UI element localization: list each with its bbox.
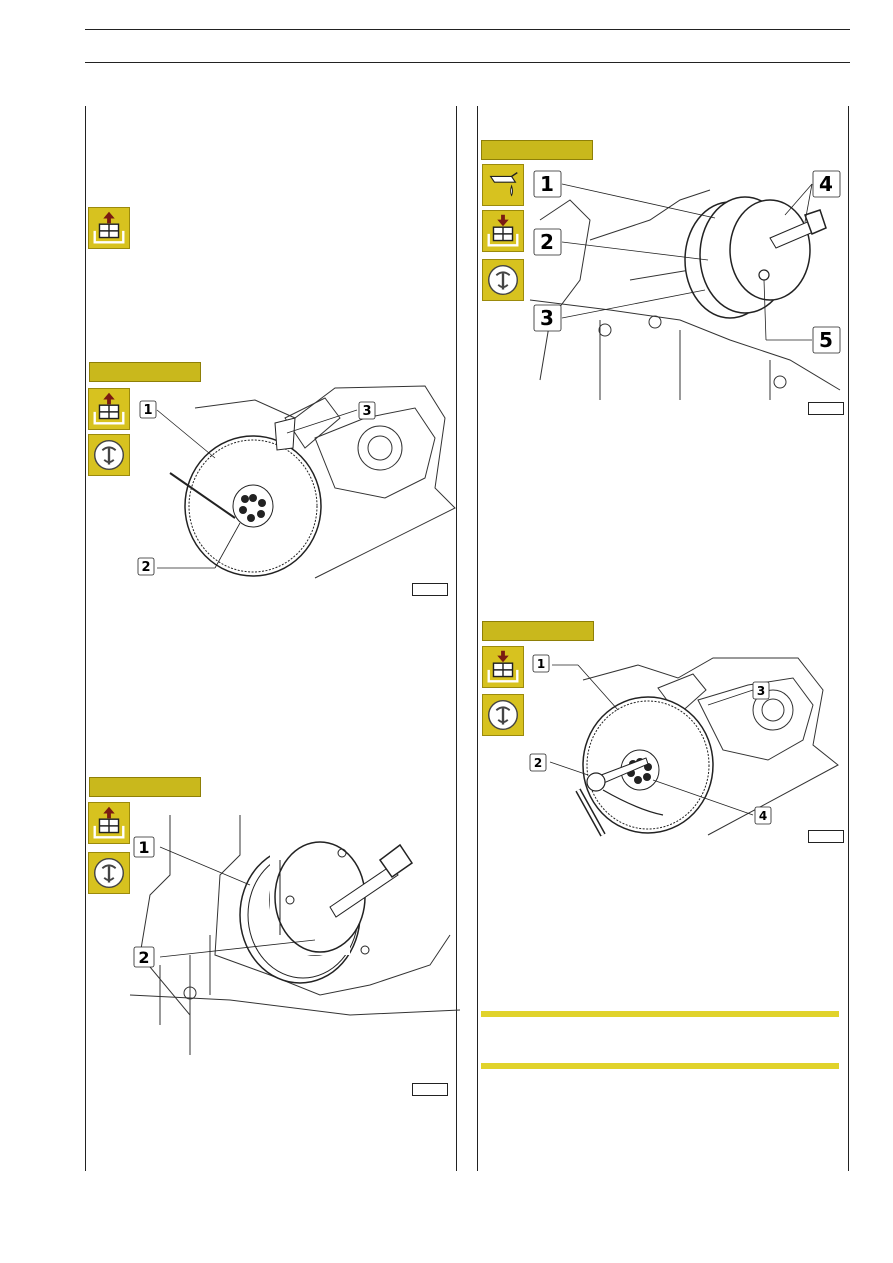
special-tool-icon	[482, 259, 524, 301]
flywheel-refit-figure: 1 2 3 4	[529, 654, 839, 837]
callout-2: 2	[138, 948, 149, 967]
callout-2: 2	[540, 230, 554, 254]
header-rule-bottom	[85, 62, 850, 63]
callout-1: 1	[143, 403, 152, 418]
figure-tab	[89, 777, 201, 797]
callout-3: 3	[362, 404, 371, 419]
figure-number-box	[808, 402, 844, 415]
special-tool-icon	[88, 852, 130, 894]
callout-1: 1	[138, 838, 149, 857]
highlight-bar-bottom	[481, 1063, 839, 1069]
highlight-bar-top	[481, 1011, 839, 1017]
center-divider-left	[456, 106, 457, 1171]
removal-icon	[88, 207, 130, 249]
refit-icon	[482, 646, 524, 688]
oil-can-icon	[482, 164, 524, 206]
callout-1: 1	[540, 172, 554, 196]
callout-2: 2	[141, 560, 150, 575]
figure-number-box	[412, 583, 448, 596]
refit-icon	[482, 210, 524, 252]
seal-installer-figure: 1 2 3 4 5	[529, 170, 841, 400]
header-rule-top	[85, 29, 850, 30]
callout-1: 1	[537, 657, 545, 671]
right-column-border	[848, 106, 849, 1171]
callout-2: 2	[534, 756, 542, 770]
figure-tab	[89, 362, 201, 382]
callout-4: 4	[759, 809, 767, 823]
figure-tab	[481, 140, 593, 160]
callout-3: 3	[757, 684, 765, 698]
callout-3: 3	[540, 306, 554, 330]
removal-icon	[88, 388, 130, 430]
figure-tab	[482, 621, 594, 641]
special-tool-icon	[88, 434, 130, 476]
special-tool-icon	[482, 694, 524, 736]
center-divider-right	[477, 106, 478, 1171]
flywheel-removal-figure: 1 2 3	[137, 385, 456, 579]
callout-4: 4	[819, 172, 833, 196]
seal-extractor-figure: 1 2	[129, 815, 461, 1055]
figure-number-box	[808, 830, 844, 843]
figure-number-box	[412, 1083, 448, 1096]
left-column-border	[85, 106, 86, 1171]
callout-5: 5	[819, 328, 833, 352]
removal-icon	[88, 802, 130, 844]
